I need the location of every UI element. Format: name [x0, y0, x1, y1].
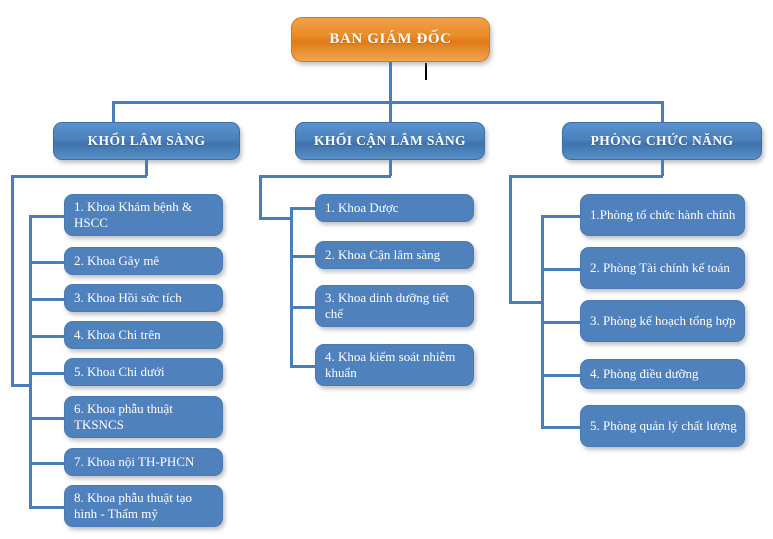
connector-inner-trunk-khoi-can-lam-sang — [290, 207, 293, 367]
node-group-phong-chuc-nang[interactable]: PHÒNG CHỨC NĂNG — [562, 122, 762, 160]
connector-outer-join-khoi-lam-sang — [11, 384, 32, 387]
node-leaf-can-lam-sang-4[interactable]: 4. Khoa kiểm soát nhiễm khuẩn — [315, 344, 474, 386]
node-leaf-label: 1. Khoa Khám bệnh & HSCC — [74, 198, 193, 230]
node-leaf-label: 8. Khoa phẫu thuật tạo hình - Thẩm mỹ — [74, 489, 193, 521]
node-group-label: KHỐI LÂM SÀNG — [87, 133, 206, 148]
connector-branch-lam-sang-2 — [29, 261, 65, 264]
connector-branch-lam-sang-1 — [29, 215, 65, 218]
connector-drop-khoi-can-lam-sang — [389, 101, 392, 123]
connector-outer-rail-khoi-lam-sang — [11, 175, 147, 178]
node-leaf-label: 5. Phòng quản lý chất lượng — [590, 417, 737, 433]
connector-branch-phong-5 — [541, 426, 581, 429]
connector-branch-phong-3 — [541, 321, 581, 324]
connector-outer-trunk-khoi-lam-sang — [11, 175, 14, 387]
connector-branch-phong-2 — [541, 268, 581, 271]
node-leaf-phong-5[interactable]: 5. Phòng quản lý chất lượng — [580, 405, 745, 447]
node-leaf-can-lam-sang-1[interactable]: 1. Khoa Dược — [315, 194, 474, 222]
node-leaf-lam-sang-1[interactable]: 1. Khoa Khám bệnh & HSCC — [64, 194, 223, 236]
connector-branch-can-lam-sang-4 — [290, 365, 316, 368]
node-leaf-label: 6. Khoa phẫu thuật TKSNCS — [74, 400, 173, 432]
node-leaf-label: 4. Phòng điều dưỡng — [590, 365, 699, 381]
node-leaf-lam-sang-2[interactable]: 2. Khoa Gây mê — [64, 247, 223, 275]
connector-branch-can-lam-sang-1 — [290, 207, 316, 210]
node-leaf-label: 5. Khoa Chi dưới — [74, 363, 165, 379]
node-leaf-label: 2. Khoa Gây mê — [74, 252, 160, 268]
node-group-khoi-can-lam-sang[interactable]: KHỐI CẬN LÂM SÀNG — [295, 122, 485, 160]
connector-branch-lam-sang-6 — [29, 417, 65, 420]
node-root-label: BAN GIÁM ĐỐC — [329, 31, 452, 47]
node-root-ban-giam-doc[interactable]: BAN GIÁM ĐỐC — [291, 17, 490, 62]
node-leaf-phong-3[interactable]: 3. Phòng kế hoạch tổng hợp — [580, 300, 745, 342]
node-leaf-label: 4. Khoa kiểm soát nhiễm khuẩn — [325, 348, 456, 380]
connector-branch-lam-sang-7 — [29, 462, 65, 465]
connector-inner-trunk-khoi-lam-sang — [29, 215, 32, 507]
node-leaf-label: 3. Phòng kế hoạch tổng hợp — [590, 312, 736, 328]
node-leaf-label: 2. Phòng Tài chính kế toán — [590, 259, 730, 275]
node-leaf-label: 1. Khoa Dược — [325, 199, 399, 215]
node-leaf-label: 2. Khoa Cận lâm sàng — [325, 246, 441, 262]
node-leaf-label: 7. Khoa nội TH-PHCN — [74, 453, 195, 469]
node-leaf-can-lam-sang-2[interactable]: 2. Khoa Cận lâm sàng — [315, 241, 474, 269]
node-leaf-phong-2[interactable]: 2. Phòng Tài chính kế toán — [580, 247, 745, 289]
connector-stem-phong-chuc-nang — [661, 159, 664, 176]
connector-top-bus — [112, 101, 664, 104]
connector-branch-lam-sang-4 — [29, 335, 65, 338]
connector-drop-phong-chuc-nang — [661, 101, 664, 123]
connector-stem-khoi-lam-sang — [145, 159, 148, 176]
node-group-label: PHÒNG CHỨC NĂNG — [590, 133, 734, 148]
node-leaf-lam-sang-6[interactable]: 6. Khoa phẫu thuật TKSNCS — [64, 396, 223, 438]
node-leaf-label: 3. Khoa dinh dưỡng tiết chế — [325, 289, 450, 321]
connector-branch-phong-4 — [541, 374, 581, 377]
text-cursor-artifact — [425, 63, 427, 80]
connector-root-drop — [389, 58, 392, 103]
node-leaf-label: 3. Khoa Hồi sức tích — [74, 289, 182, 305]
node-leaf-label: 1.Phòng tổ chức hành chính — [590, 206, 736, 222]
connector-outer-trunk-phong-chuc-nang — [509, 175, 512, 304]
node-leaf-label: 4. Khoa Chi trên — [74, 326, 161, 342]
connector-branch-phong-1 — [541, 215, 581, 218]
connector-stem-khoi-can-lam-sang — [389, 159, 392, 176]
node-leaf-lam-sang-7[interactable]: 7. Khoa nội TH-PHCN — [64, 448, 223, 476]
connector-drop-khoi-lam-sang — [112, 101, 115, 123]
node-leaf-lam-sang-4[interactable]: 4. Khoa Chi trên — [64, 321, 223, 349]
connector-branch-can-lam-sang-3 — [290, 306, 316, 309]
connector-outer-trunk-khoi-can-lam-sang — [259, 175, 262, 220]
node-leaf-phong-1[interactable]: 1.Phòng tổ chức hành chính — [580, 194, 745, 236]
connector-outer-rail-khoi-can-lam-sang — [259, 175, 391, 178]
node-leaf-lam-sang-3[interactable]: 3. Khoa Hồi sức tích — [64, 284, 223, 312]
node-group-label: KHỐI CẬN LÂM SÀNG — [314, 133, 466, 148]
connector-branch-can-lam-sang-2 — [290, 255, 316, 258]
connector-branch-lam-sang-3 — [29, 298, 65, 301]
node-leaf-lam-sang-8[interactable]: 8. Khoa phẫu thuật tạo hình - Thẩm mỹ — [64, 485, 223, 527]
connector-outer-join-phong-chuc-nang — [509, 301, 544, 304]
connector-branch-lam-sang-5 — [29, 372, 65, 375]
node-leaf-phong-4[interactable]: 4. Phòng điều dưỡng — [580, 359, 745, 389]
connector-branch-lam-sang-8 — [29, 506, 65, 509]
connector-outer-rail-phong-chuc-nang — [509, 175, 663, 178]
node-group-khoi-lam-sang[interactable]: KHỐI LÂM SÀNG — [53, 122, 240, 160]
connector-outer-join-khoi-can-lam-sang — [259, 217, 293, 220]
node-leaf-can-lam-sang-3[interactable]: 3. Khoa dinh dưỡng tiết chế — [315, 285, 474, 327]
node-leaf-lam-sang-5[interactable]: 5. Khoa Chi dưới — [64, 358, 223, 386]
